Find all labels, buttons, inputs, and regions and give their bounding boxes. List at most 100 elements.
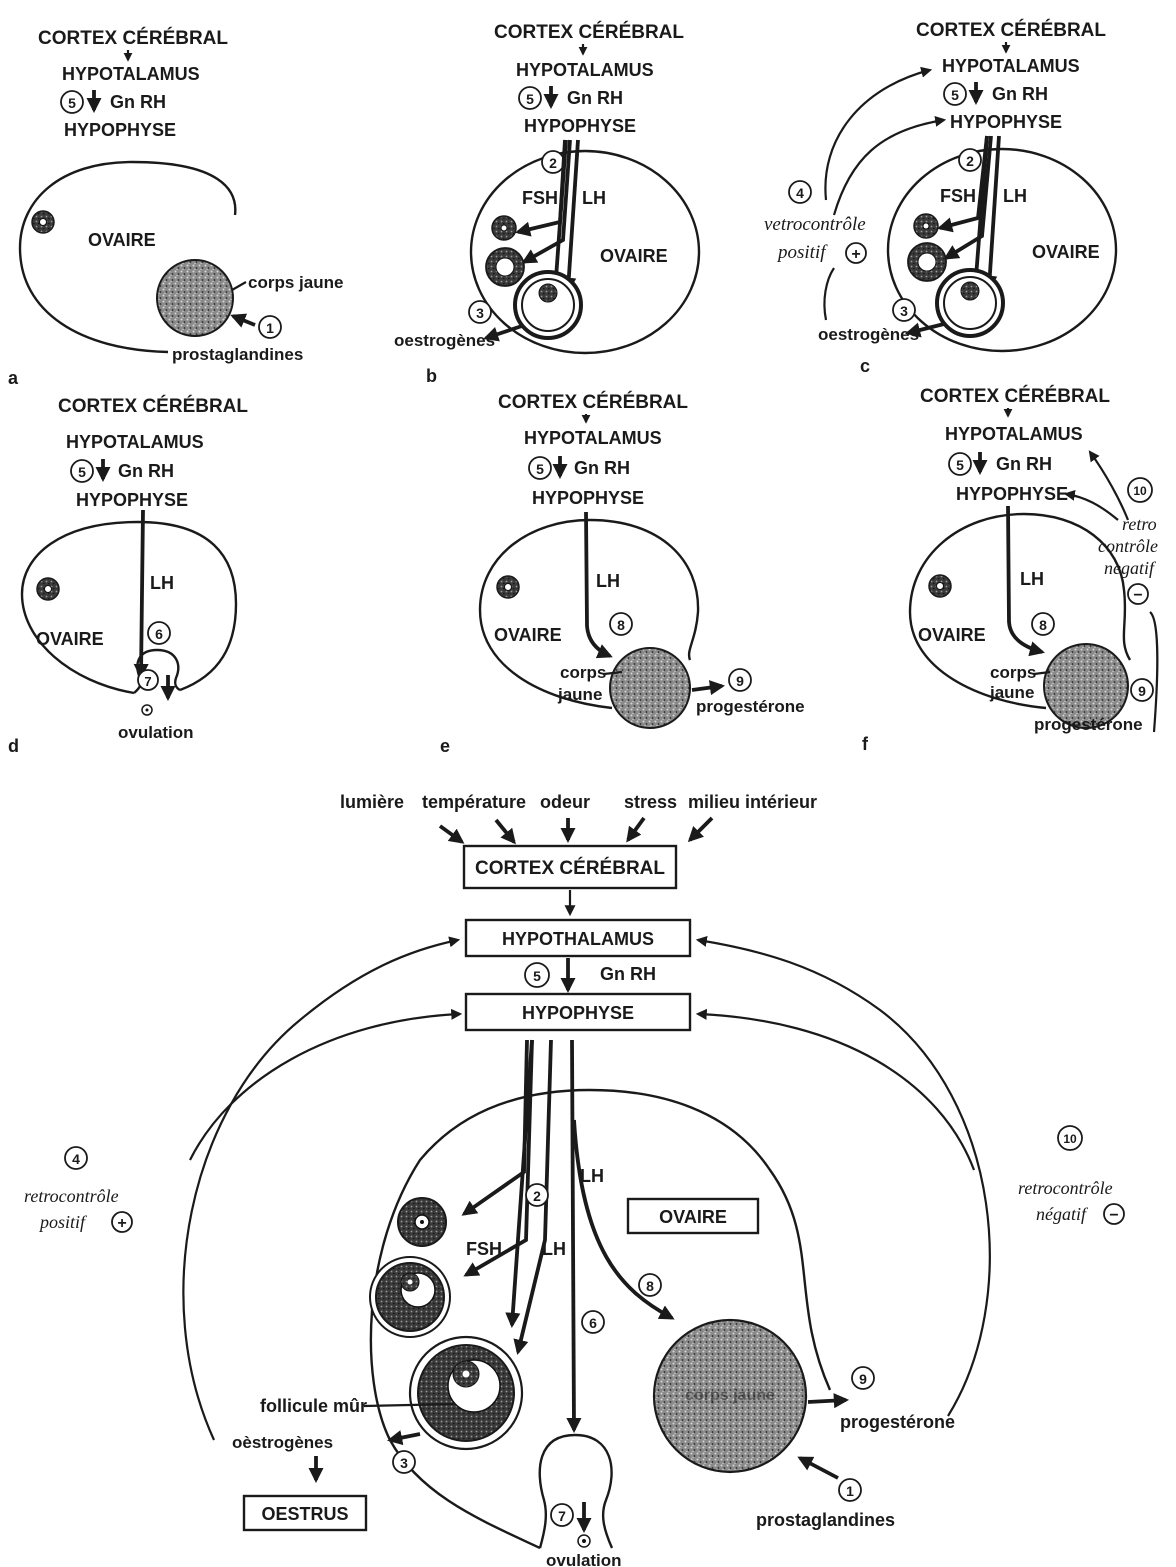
hypotalamus-label: HYPOTALAMUS xyxy=(942,56,1080,76)
svg-text:5: 5 xyxy=(536,461,544,477)
number-5-marker: 5 xyxy=(61,91,83,113)
svg-text:5: 5 xyxy=(956,457,964,473)
number-4-marker: 4 xyxy=(65,1147,87,1169)
number-2-marker: 2 xyxy=(542,151,564,173)
number-9-marker: 9 xyxy=(1131,679,1153,701)
cortex-box-label: CORTEX CÉRÉBRAL xyxy=(475,857,665,879)
stimulus-label: stress xyxy=(624,792,677,812)
number-5-marker: 5 xyxy=(525,963,549,987)
number-2-marker: 2 xyxy=(526,1184,548,1206)
oestrogenes-label: oèstrogènes xyxy=(232,1433,333,1452)
number-8-marker: 8 xyxy=(610,613,632,635)
corps-jaune-label: corps jaune xyxy=(248,273,343,292)
panel-f: CORTEX CÉRÉBRAL HYPOTALAMUS 5 Gn RH HYPO… xyxy=(862,385,1158,754)
number-8-marker: 8 xyxy=(639,1274,661,1296)
hypophyse-box-label: HYPOPHYSE xyxy=(522,1003,634,1023)
hypotalamus-label: HYPOTALAMUS xyxy=(945,424,1083,444)
gnrh-label: Gn RH xyxy=(110,92,166,112)
svg-text:6: 6 xyxy=(589,1315,597,1331)
progesterone-label: progestérone xyxy=(1034,715,1143,734)
plus-sign-icon: + xyxy=(846,243,866,263)
retrocontrole-positif-label: vetrocontrôle xyxy=(764,214,866,235)
cortex-label: CORTEX CÉRÉBRAL xyxy=(498,391,688,413)
svg-text:5: 5 xyxy=(78,464,86,480)
fsh-label: FSH xyxy=(522,188,558,208)
gnrh-label: Gn RH xyxy=(996,454,1052,474)
number-5-marker: 5 xyxy=(519,87,541,109)
panel-b: CORTEX CÉRÉBRAL HYPOTALAMUS 5 Gn RH HYPO… xyxy=(394,21,699,386)
number-1-marker: 1 xyxy=(839,1479,861,1501)
hypophyse-label: HYPOPHYSE xyxy=(950,112,1062,132)
svg-text:8: 8 xyxy=(617,617,625,633)
number-9-marker: 9 xyxy=(852,1367,874,1389)
number-5-marker: 5 xyxy=(529,457,551,479)
lh-label: LH xyxy=(1003,186,1027,206)
svg-text:4: 4 xyxy=(796,185,804,201)
svg-text:4: 4 xyxy=(72,1151,80,1167)
number-2-marker: 2 xyxy=(959,149,981,171)
svg-text:5: 5 xyxy=(526,91,534,107)
ovaire-label: OVAIRE xyxy=(88,230,156,250)
number-6-marker: 6 xyxy=(148,622,170,644)
ovulation-label: ovulation xyxy=(118,723,194,742)
stimulus-label: milieu intérieur xyxy=(688,792,817,812)
gnrh-label: Gn RH xyxy=(992,84,1048,104)
svg-text:7: 7 xyxy=(558,1508,566,1524)
number-4-marker: 4 xyxy=(789,181,811,203)
panel-letter-c: c xyxy=(860,356,870,376)
hypophyse-label: HYPOPHYSE xyxy=(524,116,636,136)
number-10-marker: 10 xyxy=(1058,1126,1082,1150)
svg-text:1: 1 xyxy=(266,320,274,336)
svg-text:3: 3 xyxy=(900,303,908,319)
svg-text:7: 7 xyxy=(144,674,151,689)
stimulus-label: odeur xyxy=(540,792,590,812)
progesterone-label: progestérone xyxy=(696,697,805,716)
lh-label: LH xyxy=(542,1239,566,1259)
panel-letter-f: f xyxy=(862,734,869,754)
panel-e: CORTEX CÉRÉBRAL HYPOTALAMUS 5 Gn RH HYPO… xyxy=(440,391,805,756)
cortex-label: CORTEX CÉRÉBRAL xyxy=(916,19,1106,41)
fsh-label: FSH xyxy=(940,186,976,206)
hypotalamus-label: HYPOTALAMUS xyxy=(66,432,204,452)
corps-jaune-icon xyxy=(610,648,690,728)
hypothalamus-box-label: HYPOTHALAMUS xyxy=(502,929,654,949)
hypophyse-label: HYPOPHYSE xyxy=(76,490,188,510)
jaune-label: jaune xyxy=(989,683,1034,702)
retrocontrole-positif-label: positif xyxy=(776,242,828,263)
ovaire-label: OVAIRE xyxy=(494,625,562,645)
svg-text:6: 6 xyxy=(155,626,163,642)
panel-c: CORTEX CÉRÉBRAL HYPOTALAMUS 5 Gn RH HYPO… xyxy=(764,19,1116,376)
gnrh-label: Gn RH xyxy=(600,964,656,984)
ovulation-label: ovulation xyxy=(546,1551,622,1567)
number-5-marker: 5 xyxy=(944,83,966,105)
svg-text:2: 2 xyxy=(533,1188,541,1204)
panel-letter-a: a xyxy=(8,368,19,388)
ovaire-label: OVAIRE xyxy=(36,629,104,649)
number-5-marker: 5 xyxy=(71,460,93,482)
svg-text:2: 2 xyxy=(549,155,557,171)
ovaire-label: OVAIRE xyxy=(1032,242,1100,262)
stimulus-label: lumière xyxy=(340,792,404,812)
number-5-marker: 5 xyxy=(949,453,971,475)
panel-a: CORTEX CÉRÉBRAL HYPOTALAMUS 5 Gn RH HYPO… xyxy=(8,27,343,388)
gnrh-label: Gn RH xyxy=(574,458,630,478)
svg-text:8: 8 xyxy=(1039,617,1047,633)
follicule-mur-label: follicule mûr xyxy=(260,1396,367,1416)
hypotalamus-label: HYPOTALAMUS xyxy=(524,428,662,448)
retrocontrole-positif-label: retrocontrôle xyxy=(24,1186,119,1206)
number-10-marker: 10 xyxy=(1128,478,1152,502)
ovulation-bulge xyxy=(540,1435,612,1548)
lh-label: LH xyxy=(150,573,174,593)
number-3-marker: 3 xyxy=(893,299,915,321)
lh-label: LH xyxy=(596,571,620,591)
svg-text:9: 9 xyxy=(1138,683,1146,699)
gnrh-label: Gn RH xyxy=(118,461,174,481)
corps-jaune-label: corps jaune xyxy=(685,1387,775,1404)
oestrogenes-label: oestrogènes xyxy=(818,325,919,344)
number-8-marker: 8 xyxy=(1032,613,1054,635)
svg-text:5: 5 xyxy=(533,968,541,984)
panel-d: CORTEX CÉRÉBRAL HYPOTALAMUS 5 Gn RH HYPO… xyxy=(8,395,248,756)
svg-text:3: 3 xyxy=(400,1455,408,1471)
retrocontrole-negatif-label: négatif xyxy=(1036,1204,1089,1224)
number-3-marker: 3 xyxy=(393,1451,415,1473)
